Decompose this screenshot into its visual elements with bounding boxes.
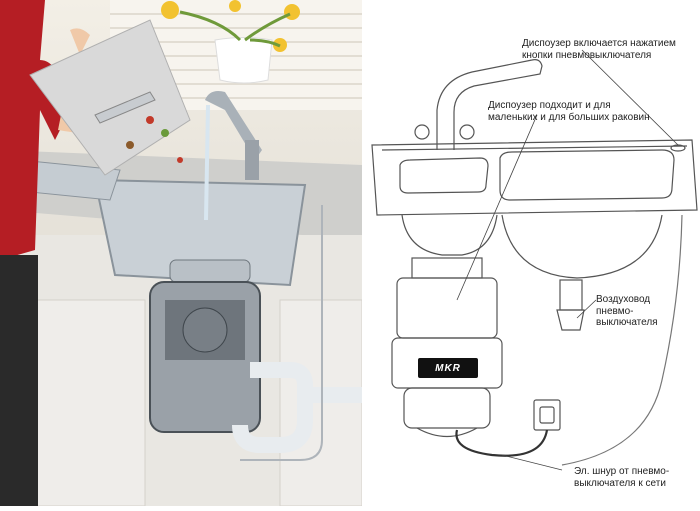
air-tube-note: Воздуховод пневмо- выключателя	[596, 294, 658, 328]
product-photo	[0, 0, 362, 506]
button-note: Диспоузер включается нажатием кнопки пне…	[522, 38, 676, 61]
disposer-diagram	[362, 0, 700, 506]
kitchen-scene-illustration	[0, 0, 362, 506]
power-cord-note: Эл. шнур от пневмо- выключателя к сети	[574, 466, 670, 489]
brand-logo: MKR	[418, 358, 478, 378]
sink-line-drawing	[371, 49, 698, 471]
sink-size-note: Диспоузер подходит и для маленьких и для…	[488, 100, 650, 123]
